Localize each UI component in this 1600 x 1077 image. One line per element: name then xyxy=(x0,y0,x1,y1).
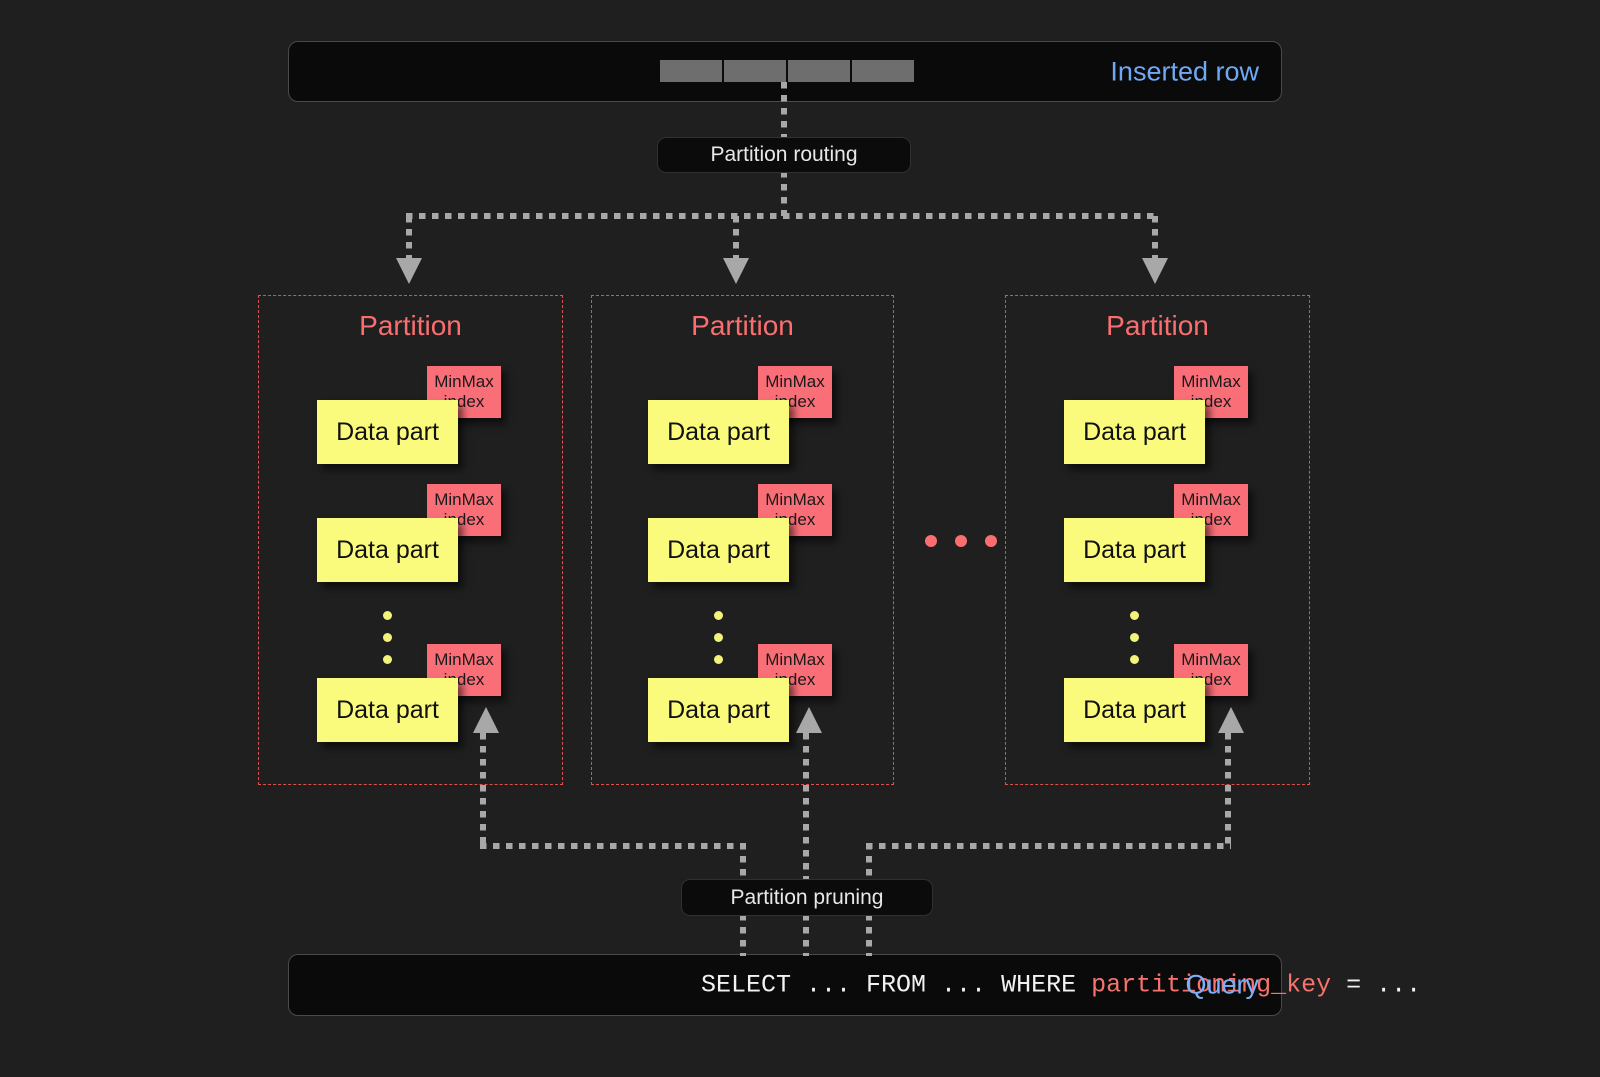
connector-pruning-to-query-right xyxy=(866,914,872,956)
inserted-row-label: Inserted row xyxy=(1110,56,1259,86)
connector-insert-to-routing xyxy=(781,82,787,140)
row-cell xyxy=(852,60,914,82)
connector-pruning-bus-left-drop xyxy=(740,843,746,883)
connector-bus-to-partition-2 xyxy=(1152,216,1158,260)
arrow-into-partition-0 xyxy=(396,258,422,284)
connector-routing-to-bus xyxy=(781,171,787,216)
query-label: Query xyxy=(1185,969,1259,1000)
partition-box-0[interactable]: Partition MinMax index Data part MinMax … xyxy=(258,295,563,785)
minmax-index-label-line1: MinMax xyxy=(434,649,494,669)
connector-pruning-leg-0 xyxy=(480,733,486,846)
ellipsis-dot xyxy=(1130,633,1139,642)
partitions-horizontal-ellipsis xyxy=(925,535,997,547)
row-cell xyxy=(724,60,786,82)
data-part[interactable]: Data part xyxy=(648,400,789,464)
arrow-into-partition-2-part xyxy=(1218,707,1244,733)
partition-routing-label: Partition routing xyxy=(657,137,911,173)
partition-title: Partition xyxy=(691,310,794,341)
minmax-index-label-line1: MinMax xyxy=(765,649,825,669)
vertical-ellipsis xyxy=(383,611,392,664)
partition-title: Partition xyxy=(359,310,462,341)
ellipsis-dot xyxy=(383,655,392,664)
vertical-ellipsis xyxy=(714,611,723,664)
data-part[interactable]: Data part xyxy=(1064,678,1205,742)
query-panel: SELECT ... FROM ... WHERE partitioning_k… xyxy=(288,954,1421,1016)
connector-routing-bus xyxy=(406,213,1158,219)
partition-pruning-label: Partition pruning xyxy=(681,879,933,916)
data-part[interactable]: Data part xyxy=(317,678,458,742)
ellipsis-dot xyxy=(1130,611,1139,620)
ellipsis-dot xyxy=(714,611,723,620)
ellipsis-dot xyxy=(714,633,723,642)
ellipsis-dot xyxy=(383,611,392,620)
minmax-index-label-line1: MinMax xyxy=(1181,649,1241,669)
minmax-index-label-line1: MinMax xyxy=(1181,489,1241,509)
row-cell xyxy=(788,60,850,82)
ellipsis-dot xyxy=(925,535,937,547)
ellipsis-dot xyxy=(714,655,723,664)
connector-bus-to-partition-0 xyxy=(406,216,412,260)
data-part[interactable]: Data part xyxy=(648,518,789,582)
vertical-ellipsis xyxy=(1130,611,1139,664)
partition-box-1[interactable]: Partition MinMax index Data part MinMax … xyxy=(591,295,894,785)
connector-pruning-to-query-left xyxy=(740,914,746,956)
data-part[interactable]: Data part xyxy=(648,678,789,742)
minmax-index-label-line1: MinMax xyxy=(765,489,825,509)
connector-pruning-bus-right-drop xyxy=(866,843,872,883)
ellipsis-dot xyxy=(1130,655,1139,664)
data-part[interactable]: Data part xyxy=(317,518,458,582)
minmax-index-label-line1: MinMax xyxy=(765,371,825,391)
partition-title: Partition xyxy=(1106,310,1209,341)
arrow-into-partition-1-part xyxy=(796,707,822,733)
arrow-into-partition-1 xyxy=(723,258,749,284)
ellipsis-dot xyxy=(955,535,967,547)
minmax-index-label-line1: MinMax xyxy=(434,489,494,509)
inserted-row-cells xyxy=(660,60,914,82)
ellipsis-dot xyxy=(383,633,392,642)
ellipsis-dot xyxy=(985,535,997,547)
data-part[interactable]: Data part xyxy=(317,400,458,464)
partition-box-2[interactable]: Partition MinMax index Data part MinMax … xyxy=(1005,295,1310,785)
connector-bus-to-partition-1 xyxy=(733,216,739,260)
data-part[interactable]: Data part xyxy=(1064,400,1205,464)
inserted-row-panel: Inserted row xyxy=(288,41,1282,102)
query-keyword: partitioning_key xyxy=(1091,970,1332,1000)
connector-pruning-leg-2 xyxy=(1225,733,1231,846)
arrow-into-partition-0-part xyxy=(473,707,499,733)
row-cell xyxy=(660,60,722,82)
query-text-before: SELECT ... FROM ... WHERE xyxy=(701,970,1092,1000)
query-sql-text: SELECT ... FROM ... WHERE partitioning_k… xyxy=(611,942,1421,1029)
query-text-after: = ... xyxy=(1331,970,1422,1000)
connector-pruning-to-query-center xyxy=(803,914,809,956)
minmax-index-label-line1: MinMax xyxy=(434,371,494,391)
connector-pruning-bus-right xyxy=(866,843,1231,849)
data-part[interactable]: Data part xyxy=(1064,518,1205,582)
connector-pruning-leg-1 xyxy=(803,733,809,883)
connector-pruning-bus-left xyxy=(480,843,746,849)
arrow-into-partition-2 xyxy=(1142,258,1168,284)
minmax-index-label-line1: MinMax xyxy=(1181,371,1241,391)
